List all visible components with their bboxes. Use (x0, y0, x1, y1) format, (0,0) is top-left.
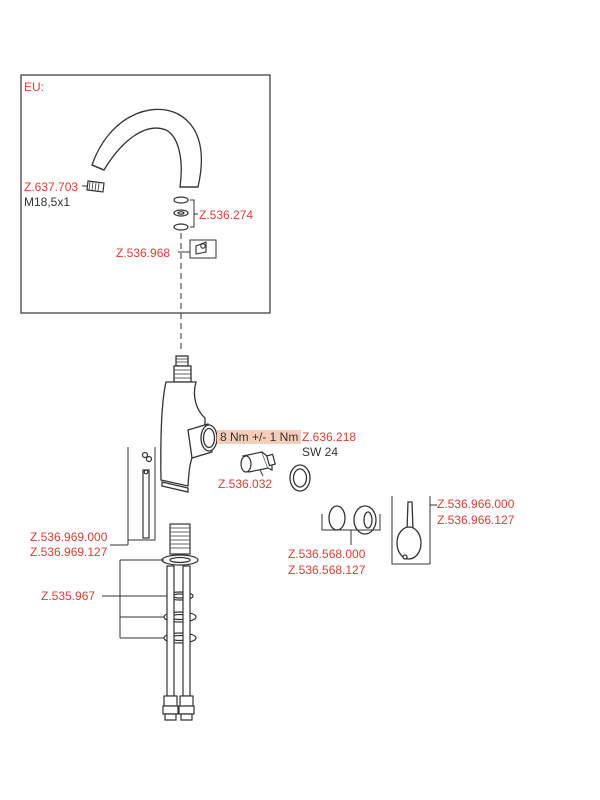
label-cartridge-seal: Z.636.218 (302, 430, 357, 444)
eu-inset-frame (20, 74, 271, 314)
cover-drawing (328, 505, 377, 535)
threaded-shank-drawing (169, 523, 191, 555)
label-cover-2: Z.536.568.127 (288, 563, 366, 577)
rod-drawing (141, 451, 153, 539)
cartridge-port-drawing (187, 423, 218, 459)
label-rod-1: Z.536.969.000 (30, 530, 108, 544)
clip-drawing (195, 241, 207, 255)
cartridge-drawing (240, 451, 276, 473)
faucet-body-drawing (160, 355, 206, 493)
label-spout-clip: Z.536.968 (116, 246, 171, 260)
label-cartridge: Z.536.032 (218, 477, 273, 491)
bracket-cover (321, 514, 381, 545)
label-aerator-thread: M18,5x1 (24, 195, 71, 209)
leader-cartridge (259, 469, 264, 477)
seal-ring-drawing (289, 464, 311, 492)
label-handle-2: Z.536.966.127 (437, 513, 515, 527)
label-handle-1: Z.536.966.000 (437, 497, 515, 511)
bracket-clip (178, 239, 217, 259)
label-cover-1: Z.536.568.000 (288, 547, 366, 561)
spout-drawing (91, 108, 203, 188)
torque-label: 8 Nm +/- 1 Nm (217, 430, 302, 444)
aerator-drawing (86, 180, 105, 193)
label-wrench-size: SW 24 (302, 445, 339, 459)
supply-hoses-drawing (162, 565, 195, 721)
label-o-rings: Z.536.274 (199, 208, 254, 222)
bracket-rod (110, 447, 156, 546)
label-rod-2: Z.536.969.127 (30, 545, 108, 559)
bracket-o-rings (190, 199, 198, 228)
inset-label: EU: (24, 80, 45, 94)
bracket-mounting-set (102, 559, 167, 639)
label-aerator: Z.637.703 (24, 180, 79, 194)
bracket-handle (391, 496, 431, 565)
handle-drawing (396, 501, 422, 560)
o-rings-drawing (173, 196, 189, 231)
label-mounting-set: Z.535.967 (41, 589, 96, 603)
